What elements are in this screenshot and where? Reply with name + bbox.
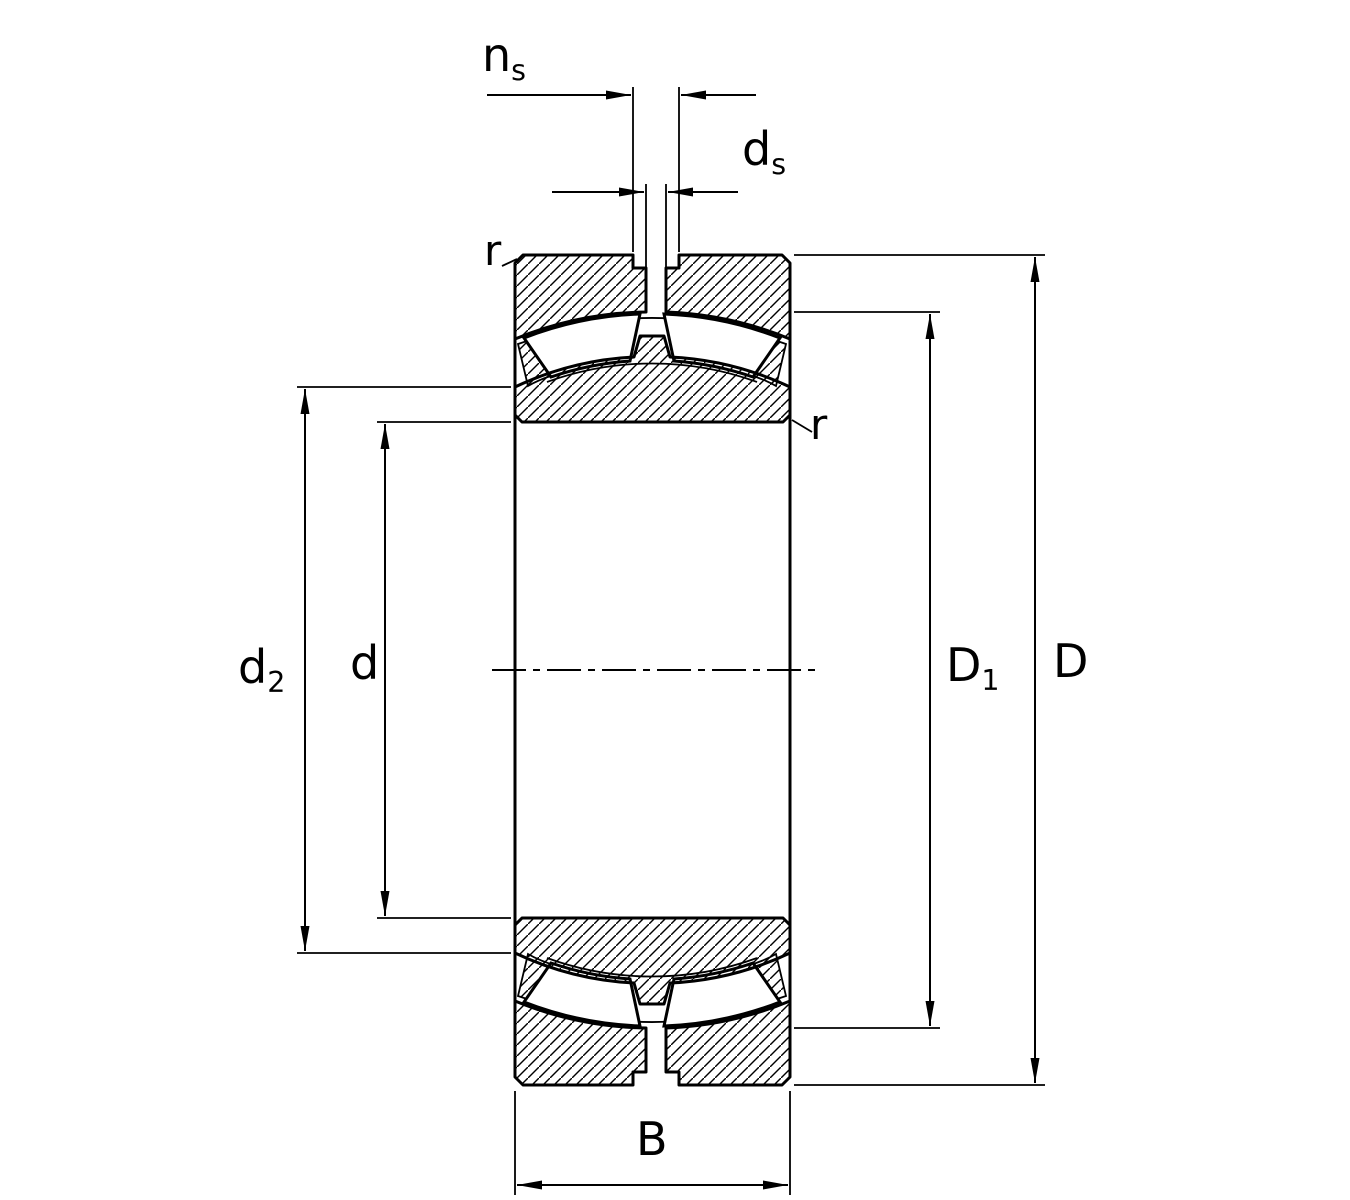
label-D-base: D bbox=[1053, 634, 1089, 688]
extension-lines bbox=[297, 87, 1045, 1195]
label-ns: ns bbox=[482, 32, 526, 85]
label-ns-base: n bbox=[482, 28, 512, 82]
inner-ring-section bbox=[513, 334, 792, 1006]
label-ds-base: d bbox=[742, 122, 772, 176]
label-D: D bbox=[1053, 638, 1088, 684]
label-D1-sub: 1 bbox=[981, 664, 1000, 698]
dimension-lines bbox=[300, 90, 1040, 1190]
label-d2-base: d bbox=[238, 640, 268, 694]
label-B-base: B bbox=[636, 1112, 668, 1166]
label-r-inner: r bbox=[810, 404, 827, 446]
label-d2: d2 bbox=[238, 644, 285, 697]
outer-ring-section bbox=[513, 253, 792, 1087]
label-ds: ds bbox=[742, 126, 786, 179]
label-D1-base: D bbox=[946, 638, 982, 692]
label-d-base: d bbox=[350, 636, 380, 690]
label-ns-sub: s bbox=[511, 54, 527, 88]
label-r-outer: r bbox=[484, 230, 501, 272]
label-r-outer-base: r bbox=[484, 226, 502, 275]
label-B: B bbox=[636, 1116, 668, 1162]
label-d: d bbox=[350, 640, 379, 686]
label-r-inner-base: r bbox=[810, 400, 828, 449]
label-ds-sub: s bbox=[771, 148, 787, 182]
label-d2-sub: 2 bbox=[267, 666, 286, 700]
label-D1: D1 bbox=[946, 642, 1000, 695]
